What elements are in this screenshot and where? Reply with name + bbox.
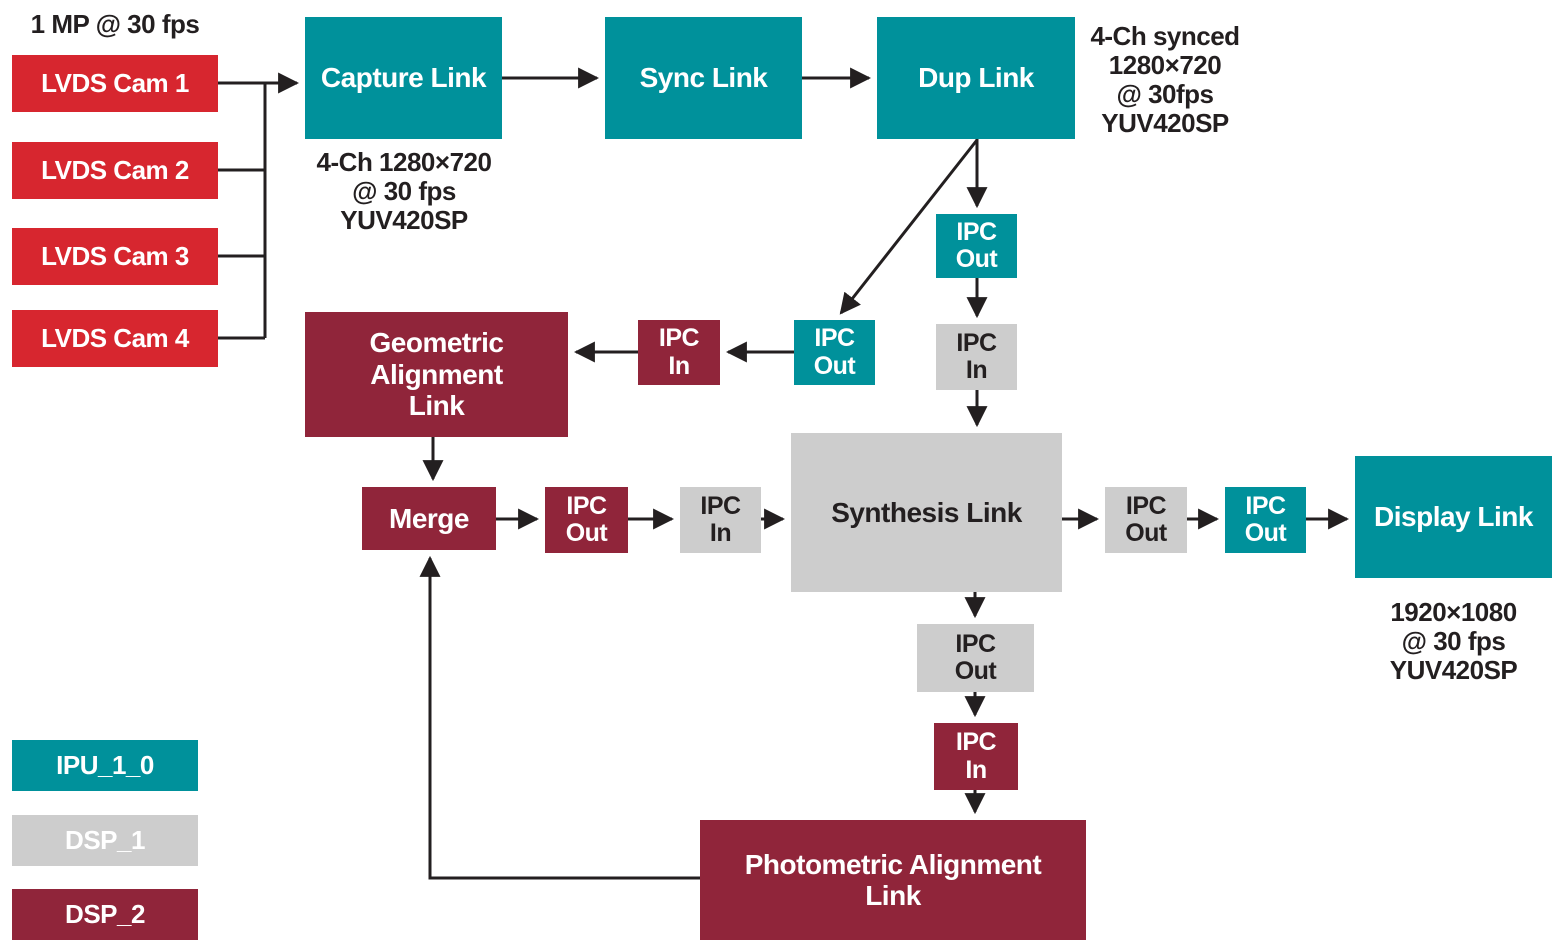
node-capture-link: Capture Link	[305, 17, 502, 139]
wire-photometric-feedback-to-merge	[419, 555, 700, 880]
node-dup-link: Dup Link	[877, 17, 1075, 139]
node-lvds-cam-3: LVDS Cam 3	[12, 228, 218, 285]
node-ipc-out-synthesis-bottom: IPC Out	[917, 624, 1034, 692]
node-lvds-cam-1: LVDS Cam 1	[12, 55, 218, 112]
node-ipc-out-synthesis-right: IPC Out	[1105, 487, 1187, 553]
node-ipc-in-geometric: IPC In	[638, 320, 720, 385]
node-ipc-out-geometric: IPC Out	[794, 320, 875, 385]
node-ipc-in-synthesis-left: IPC In	[680, 487, 761, 553]
node-synthesis-link: Synthesis Link	[791, 433, 1062, 592]
node-merge: Merge	[362, 487, 496, 550]
node-ipc-in-photometric: IPC In	[934, 723, 1018, 790]
legend-item-ipu-1-0: IPU_1_0	[12, 740, 198, 791]
annotation-dup-format: 4-Ch synced 1280×720 @ 30fps YUV420SP	[1090, 21, 1240, 139]
node-ipc-out-dup: IPC Out	[936, 214, 1017, 278]
node-ipc-in-synthesis-top: IPC In	[936, 324, 1017, 390]
node-geometric-alignment-link: Geometric Alignment Link	[305, 312, 568, 437]
wire-dup-to-ipc-out-geometric	[839, 139, 979, 315]
annotation-camera-rate: 1 MP @ 30 fps	[30, 9, 200, 39]
node-sync-link: Sync Link	[605, 17, 802, 139]
annotation-display-format: 1920×1080 @ 30 fps YUV420SP	[1389, 597, 1518, 686]
node-lvds-cam-2: LVDS Cam 2	[12, 142, 218, 199]
node-ipc-out-display: IPC Out	[1225, 487, 1306, 553]
node-photometric-alignment-link: Photometric Alignment Link	[700, 820, 1086, 940]
legend-item-dsp-1: DSP_1	[12, 815, 198, 866]
node-display-link: Display Link	[1355, 456, 1552, 578]
node-ipc-out-merge: IPC Out	[545, 487, 628, 553]
node-lvds-cam-4: LVDS Cam 4	[12, 310, 218, 367]
legend-item-dsp-2: DSP_2	[12, 889, 198, 940]
annotation-capture-format: 4-Ch 1280×720 @ 30 fps YUV420SP	[316, 147, 492, 236]
